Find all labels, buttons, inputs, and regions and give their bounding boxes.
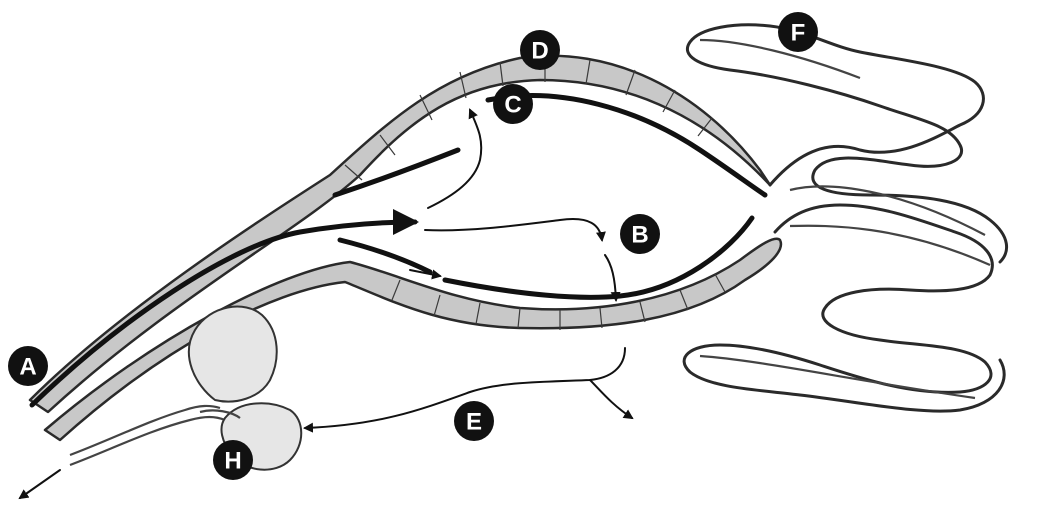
label-b-text: B — [631, 222, 648, 249]
label-h-text: H — [224, 448, 241, 475]
label-d-text: D — [531, 38, 548, 65]
lower-wall — [45, 239, 781, 440]
label-h: H — [213, 440, 253, 480]
label-e: E — [454, 401, 494, 441]
label-b: B — [620, 214, 660, 254]
upper-leaf — [189, 307, 277, 402]
seedling-arrow — [20, 470, 60, 498]
arrow-b-to-wall — [605, 255, 616, 300]
label-f: F — [778, 12, 818, 52]
label-c: C — [493, 84, 533, 124]
label-e-text: E — [466, 409, 482, 436]
label-a: A — [8, 346, 48, 386]
arrow-to-b — [425, 219, 602, 240]
label-a-text: A — [19, 354, 36, 381]
arrow-e-branch — [590, 380, 632, 418]
label-d: D — [520, 30, 560, 70]
label-c-text: C — [504, 92, 521, 119]
folded-tubule-f — [684, 25, 1006, 411]
label-f-text: F — [791, 20, 806, 47]
seedling-h — [20, 307, 301, 498]
